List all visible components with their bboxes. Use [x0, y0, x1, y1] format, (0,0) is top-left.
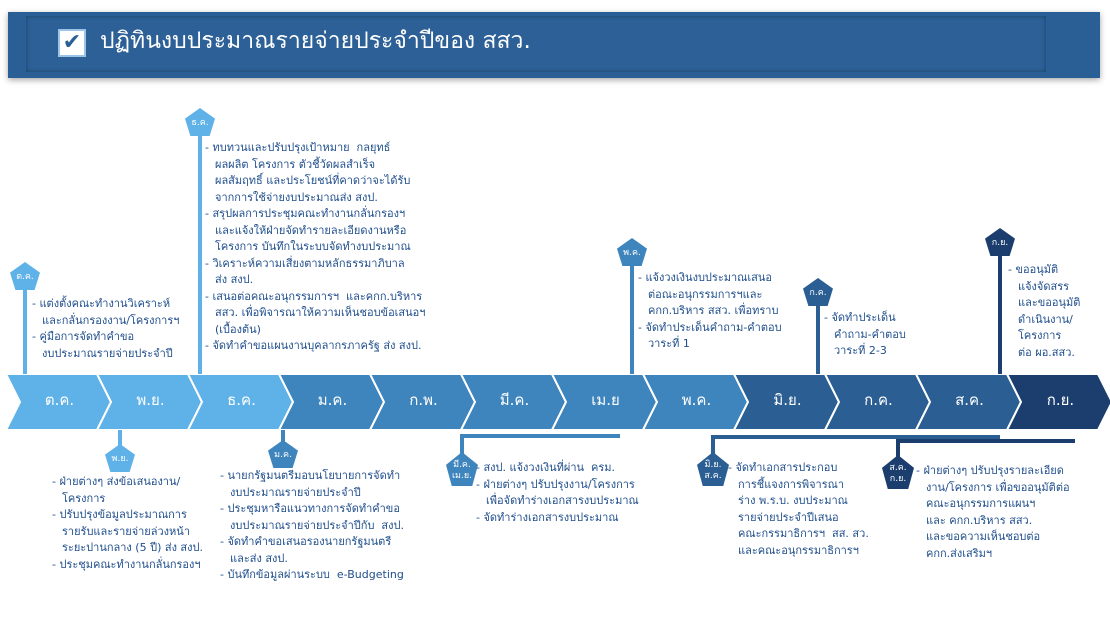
- checkbox-checked-icon: ✔: [58, 29, 86, 57]
- event-item: - สงป. แจ้งวงเงินที่ผ่าน ครม.: [476, 461, 616, 474]
- connector-line: [711, 435, 1000, 455]
- event-item: - แต่งตั้งคณะทำงานวิเคราะห์ และกลั่นกรอง…: [32, 297, 180, 327]
- event-item: - บันทึกข้อมูลผ่านระบบ e-Budgeting: [220, 568, 404, 581]
- connector-line: [896, 439, 1075, 458]
- page-title: ปฏิทินงบประมาณรายจ่ายประจำปีของ สสว.: [100, 28, 531, 54]
- event-item: - ฝ่ายต่างๆ ส่งข้อเสนองาน/ โครงการ: [52, 475, 181, 505]
- event-item: - ทบทวนและปรับปรุงเป้าหมาย กลยุทธ์ ผลผลิ…: [205, 141, 411, 204]
- month-label: ต.ค.: [44, 391, 75, 409]
- connector-line: [460, 434, 620, 455]
- month-label: มี.ค.: [499, 391, 530, 409]
- event-item: - สรุปผลการประชุมคณะทำงานกลั่นกรองฯ และแ…: [205, 207, 411, 253]
- month-chevron: [1005, 373, 1110, 431]
- event-item: - ประชุมคณะทำงานกลั่นกรองฯ: [52, 557, 201, 571]
- event-description: - ขออนุมัติ แจ้งจัดสรร และขออนุมัติ ดำเน…: [1008, 262, 1080, 361]
- month-label: พ.ย.: [136, 391, 165, 409]
- month-label: ก.ค.: [864, 391, 893, 409]
- event-description: - ทบทวนและปรับปรุงเป้าหมาย กลยุทธ์ ผลผลิ…: [205, 140, 425, 355]
- event-description: - สงป. แจ้งวงเงินที่ผ่าน ครม. - ฝ่ายต่างๆ…: [476, 460, 639, 526]
- event-item: - จัดทำคำขอเสนอรองนายกรัฐมนตรี และส่ง สง…: [220, 535, 392, 565]
- event-item: - ขออนุมัติ แจ้งจัดสรร และขออนุมัติ ดำเน…: [1008, 263, 1081, 359]
- event-description: - แต่งตั้งคณะทำงานวิเคราะห์ และกลั่นกรอง…: [32, 296, 179, 362]
- event-description: - แจ้งวงเงินงบประมาณเสนอ ต่อณะอนุกรรมการ…: [638, 270, 782, 353]
- event-item: - นายกรัฐมนตรีมอบนโยบายการจัดทำ งบประมาณ…: [220, 469, 401, 499]
- event-item: - คู่มือการจัดทำคำขอ งบประมาณรายจ่ายประจ…: [32, 330, 173, 360]
- event-item: - เสนอต่อคณะอนุกรรมการฯ และคกก.บริหาร สส…: [205, 289, 426, 336]
- month-label: ก.ย.: [1046, 391, 1075, 409]
- header-banner: [8, 12, 1100, 78]
- event-item: - จัดทำเอกสารประกอบ การชี้แจงการพิจารณา …: [728, 461, 869, 557]
- event-item: - ฝ่ายต่างๆ ปรับปรุงรายละเอียด งาน/โครงก…: [916, 464, 1070, 560]
- month-label: พ.ค.: [681, 391, 712, 409]
- event-description: - ฝ่ายต่างๆ ปรับปรุงรายละเอียด งาน/โครงก…: [916, 463, 1070, 562]
- month-label: เม.ย: [591, 391, 620, 409]
- event-item: - จัดทำคำขอแผนงานบุคลากรภาครัฐ ส่ง สงป.: [205, 339, 422, 352]
- event-item: - ปรับปรุงข้อมูลประมาณการ รายรับและรายจ่…: [52, 508, 203, 554]
- event-item: - จัดทำประเด็นคำถาม-คำตอบ วาระที่ 1: [638, 320, 782, 351]
- month-label: ธ.ค.: [227, 391, 256, 409]
- month-label: มิ.ย.: [773, 391, 802, 409]
- event-item: - แจ้งวงเงินงบประมาณเสนอ ต่อณะอนุกรรมการ…: [638, 271, 779, 317]
- event-description: - จัดทำเอกสารประกอบ การชี้แจงการพิจารณา …: [728, 460, 869, 559]
- event-item: - ประชุมหารือแนวทางการจัดทำคำขอ งบประมาณ…: [220, 502, 404, 532]
- event-description: - จัดทำประเด็น คำถาม-คำตอบ วาระที่ 2-3: [824, 310, 906, 360]
- month-label: ม.ค.: [317, 391, 348, 409]
- event-description: - นายกรัฐมนตรีมอบนโยบายการจัดทำ งบประมาณ…: [220, 468, 404, 584]
- event-description: - ฝ่ายต่างๆ ส่งข้อเสนองาน/ โครงการ- ปรับ…: [52, 474, 203, 573]
- event-item: - ฝ่ายต่างๆ ปรับปรุงงาน/โครงการ เพื่อจัด…: [476, 477, 639, 508]
- month-label: ส.ค.: [955, 391, 984, 409]
- month-label: ก.พ.: [409, 391, 438, 409]
- event-item: - จัดทำร่างเอกสารงบประมาณ: [476, 510, 619, 524]
- event-item: - วิเคราะห์ความเสี่ยงตามหลักธรรมาภิบาล ส…: [205, 256, 405, 287]
- event-item: - จัดทำประเด็น คำถาม-คำตอบ วาระที่ 2-3: [824, 311, 906, 357]
